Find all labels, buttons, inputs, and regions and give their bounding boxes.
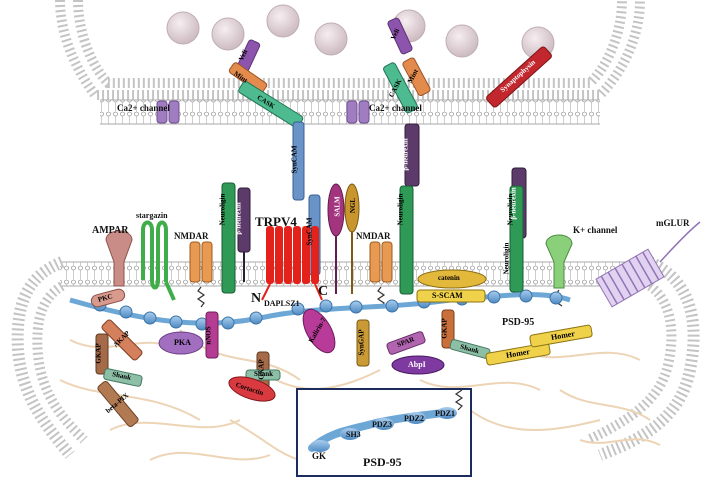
nmdar-right-shape <box>369 241 393 308</box>
nmdar-right-label: NMDAR <box>356 231 391 241</box>
neuroligin-2-label: Neuroligin <box>396 193 405 226</box>
actin-filaments <box>59 329 661 463</box>
catenin-label: catenin <box>438 274 460 282</box>
synaptic-vesicles <box>166 4 555 60</box>
pdz2-domain-label: PDZ2 <box>404 414 424 423</box>
nmdar-left-label: NMDAR <box>174 231 209 241</box>
nnos-label: nNOS <box>204 326 213 345</box>
presynaptic-complex-right <box>383 17 552 239</box>
syncam-top-label: SynCAM <box>290 145 299 174</box>
ca-channel-right-shape <box>346 100 370 124</box>
pka-label: PKA <box>174 338 191 347</box>
abpi-label: AbpI <box>408 360 426 369</box>
pdz3-domain-label: PDZ3 <box>372 420 392 429</box>
syncam-mid-label: SynCAM <box>305 217 314 246</box>
nmdar-left-shape <box>189 241 213 308</box>
beta-neurexin-3-label: β-neurexin <box>509 187 518 220</box>
c-terminus-label: C <box>318 284 329 299</box>
presynaptic-complex-left <box>228 39 305 201</box>
ngl-label: NGL <box>349 197 358 214</box>
s-scam-label: S-SCAM <box>432 291 463 300</box>
psd95-inset-label: PSD-95 <box>363 455 402 469</box>
neuroligin-4-label: Neuroligin <box>502 242 511 275</box>
n-terminus-label: N <box>251 291 262 306</box>
stargazin-label: stargazin <box>136 211 168 220</box>
daplsz1-label: DAPLSZ1 <box>264 299 300 308</box>
ca-channel-left-label: Ca2+ channel <box>117 103 170 113</box>
mglur-receptor <box>595 221 701 308</box>
stargazin-protein <box>141 220 176 301</box>
ca-channel-left-shape <box>156 100 180 124</box>
gk-domain-label: GK <box>312 451 327 461</box>
ampar-receptor <box>105 230 133 287</box>
psd95-main-label: PSD-95 <box>502 317 535 328</box>
shank-mid-label: Shank <box>254 370 274 378</box>
syngap-label: SynGAP <box>357 329 366 356</box>
cleft-proteins <box>221 182 524 295</box>
k-channel-label: K+ channel <box>573 225 618 235</box>
salm-label: SALM <box>333 196 342 217</box>
ca-channel-right-label: Ca2+ channel <box>369 103 422 113</box>
postsynaptic-proteins <box>90 269 593 428</box>
sh3-domain-label: SH3 <box>346 430 361 439</box>
ampar-label: AMPAR <box>92 225 129 236</box>
trpv4-channel <box>261 226 323 301</box>
neuroligin-1-label: Neuroligin <box>218 193 227 226</box>
trpv4-label: TRPV4 <box>255 214 297 229</box>
pdz1-domain-label: PDZ1 <box>435 409 455 418</box>
mglur-label: mGLUR <box>656 218 690 228</box>
psd95-inset <box>296 388 472 477</box>
gkap-left-label: GKAP <box>94 343 103 364</box>
gkap-right-label: GKAP <box>440 318 449 339</box>
beta-neurexin-2-label: β-neurexin <box>401 138 410 171</box>
beta-neurexin-1-label: β-neurexin <box>234 202 243 235</box>
